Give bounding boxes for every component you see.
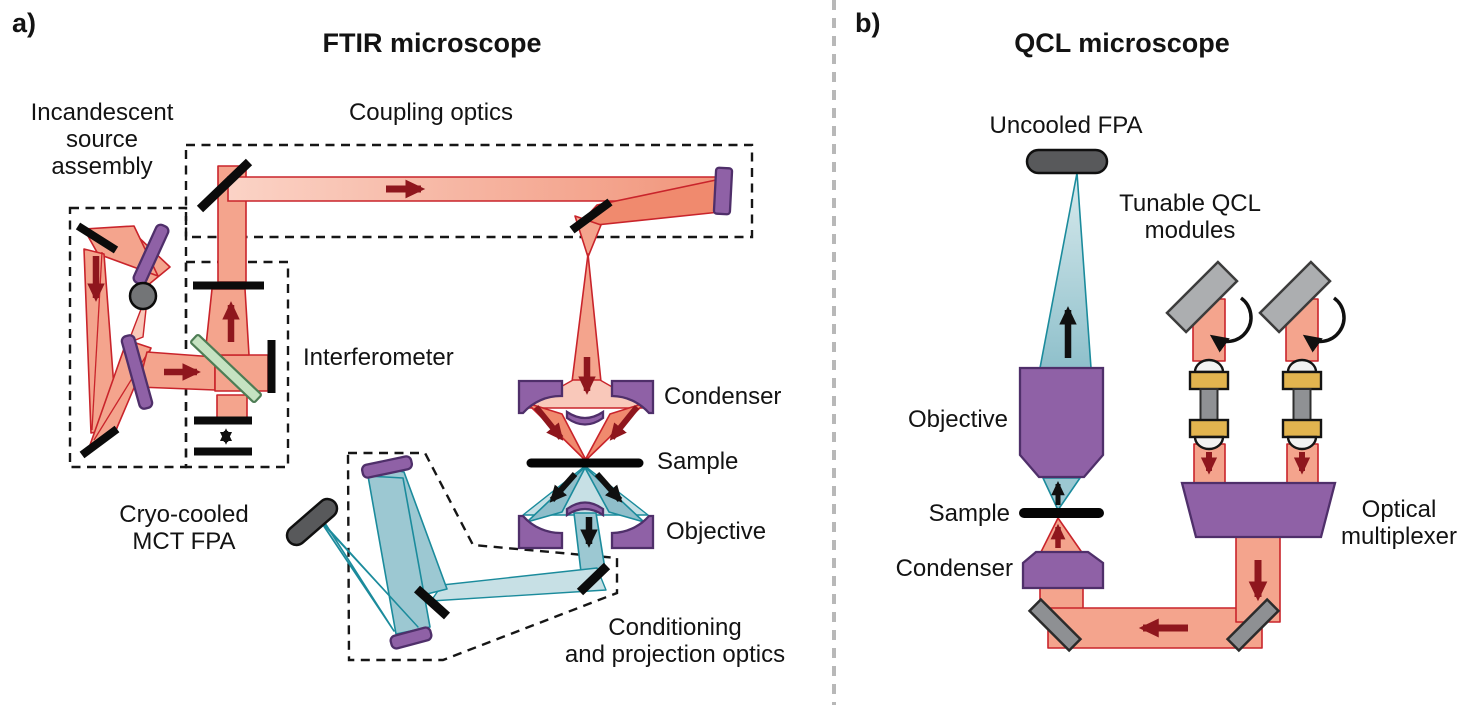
beam-objective-tip: [1042, 477, 1081, 511]
lens-dome-left-top: [1193, 358, 1225, 374]
source-flat-mirror-bottom: [79, 425, 120, 459]
beam-to-fold-mirror: [430, 567, 607, 602]
lens-dome-left-bottom: [1193, 435, 1225, 451]
arrow-objective-left-diverge: [549, 472, 578, 503]
label-tunable-qcl: Tunable QCL modules: [1119, 190, 1261, 244]
lens-dome-right-top: [1286, 358, 1318, 374]
qcl-grating-right: [1258, 260, 1332, 334]
coupling-fold-mirror-2: [569, 198, 613, 234]
arrow-condenser-right-converge: [609, 405, 640, 441]
label-cryo-mct-fpa: Cryo-cooled MCT FPA: [119, 501, 249, 555]
lens-tube-left: [1199, 388, 1219, 421]
label-conditioning-optics: Conditioning and projection optics: [564, 614, 786, 668]
mct-fpa-detector: [285, 497, 339, 547]
lens-tube-right: [1292, 388, 1312, 421]
coupling-fold-mirror-1: [196, 158, 253, 213]
ftir-optics: [75, 158, 734, 650]
coupling-curved-mirror: [712, 166, 734, 216]
conditioning-fold-mirror: [413, 585, 451, 620]
label-uncooled-fpa: Uncooled FPA: [989, 112, 1143, 139]
conditioning-curved-mirror-bottom: [389, 626, 433, 650]
conditioning-right-mirror: [576, 562, 611, 596]
condenser-secondary-mirror: [565, 409, 605, 426]
beam-condenser-cone: [1039, 517, 1084, 555]
source-flat-mirror-top: [75, 222, 119, 254]
conditioning-curved-mirror-top: [360, 455, 414, 479]
condenser-mirror-left: [517, 379, 564, 415]
panel-b-title: QCL microscope: [1014, 28, 1230, 58]
objective-secondary-mirror: [565, 501, 605, 518]
conditioning-optics-box: [346, 451, 619, 662]
panel-a-tag: a): [12, 8, 37, 38]
lens-mount-right-bottom: [1281, 418, 1323, 439]
coupling-optics-box: [184, 143, 754, 239]
objective-b: [1018, 366, 1105, 479]
beam-interferometer-vertical: [204, 288, 250, 356]
label-incandescent-source-assembly: Incandescent source assembly: [30, 99, 174, 180]
ftir-detect-beams: [310, 465, 649, 635]
label-interferometer: Interferometer: [303, 344, 454, 371]
qcl-optics: [1018, 148, 1337, 653]
panel-a-title: FTIR microscope: [322, 28, 542, 58]
lens-mount-left-bottom: [1188, 418, 1230, 439]
arrow-condenser-left-converge: [533, 405, 564, 441]
beam-top-to-bottom: [367, 475, 431, 635]
label-objective-a: Objective: [666, 518, 767, 545]
incandescent-source: [128, 281, 158, 311]
objective-mirror-right: [610, 514, 655, 550]
arrow-objective-right-diverge: [594, 472, 623, 503]
beam-to-moving-mirror: [216, 394, 248, 419]
objective-mirror-left: [517, 514, 564, 550]
condenser-b: [1021, 550, 1105, 590]
lens-mount-left-top: [1188, 370, 1230, 391]
source-curved-mirror-mid: [120, 334, 154, 410]
panel-b-tag: b): [855, 8, 881, 38]
label-sample-b: Sample: [928, 500, 1010, 527]
label-sample-a: Sample: [657, 448, 739, 475]
fold-mirror-left: [1027, 597, 1083, 653]
qcl-arrows: [1050, 296, 1346, 638]
qcl-grating-left: [1165, 260, 1239, 334]
fold-mirror-right: [1225, 597, 1281, 653]
lens-dome-right-bottom: [1286, 435, 1318, 451]
ftir-arrows: [87, 179, 640, 548]
label-coupling-optics: Coupling optics: [348, 99, 514, 126]
condenser-mirror-right: [610, 379, 655, 415]
arrow-grating-rotate-left: [1209, 296, 1253, 353]
beam-cross-line: [91, 251, 103, 431]
label-condenser-b: Condenser: [895, 555, 1013, 582]
uncooled-fpa-detector: [1025, 148, 1109, 175]
label-optical-multiplexer: Optical multiplexer: [1340, 496, 1458, 550]
lens-mount-right-top: [1281, 370, 1323, 391]
label-objective-b: Objective: [907, 406, 1008, 433]
label-condenser-a: Condenser: [664, 383, 782, 410]
beamsplitter: [190, 333, 262, 404]
source-assembly-box: [68, 206, 188, 469]
optical-multiplexer: [1180, 481, 1337, 539]
arrow-grating-rotate-right: [1302, 296, 1346, 353]
